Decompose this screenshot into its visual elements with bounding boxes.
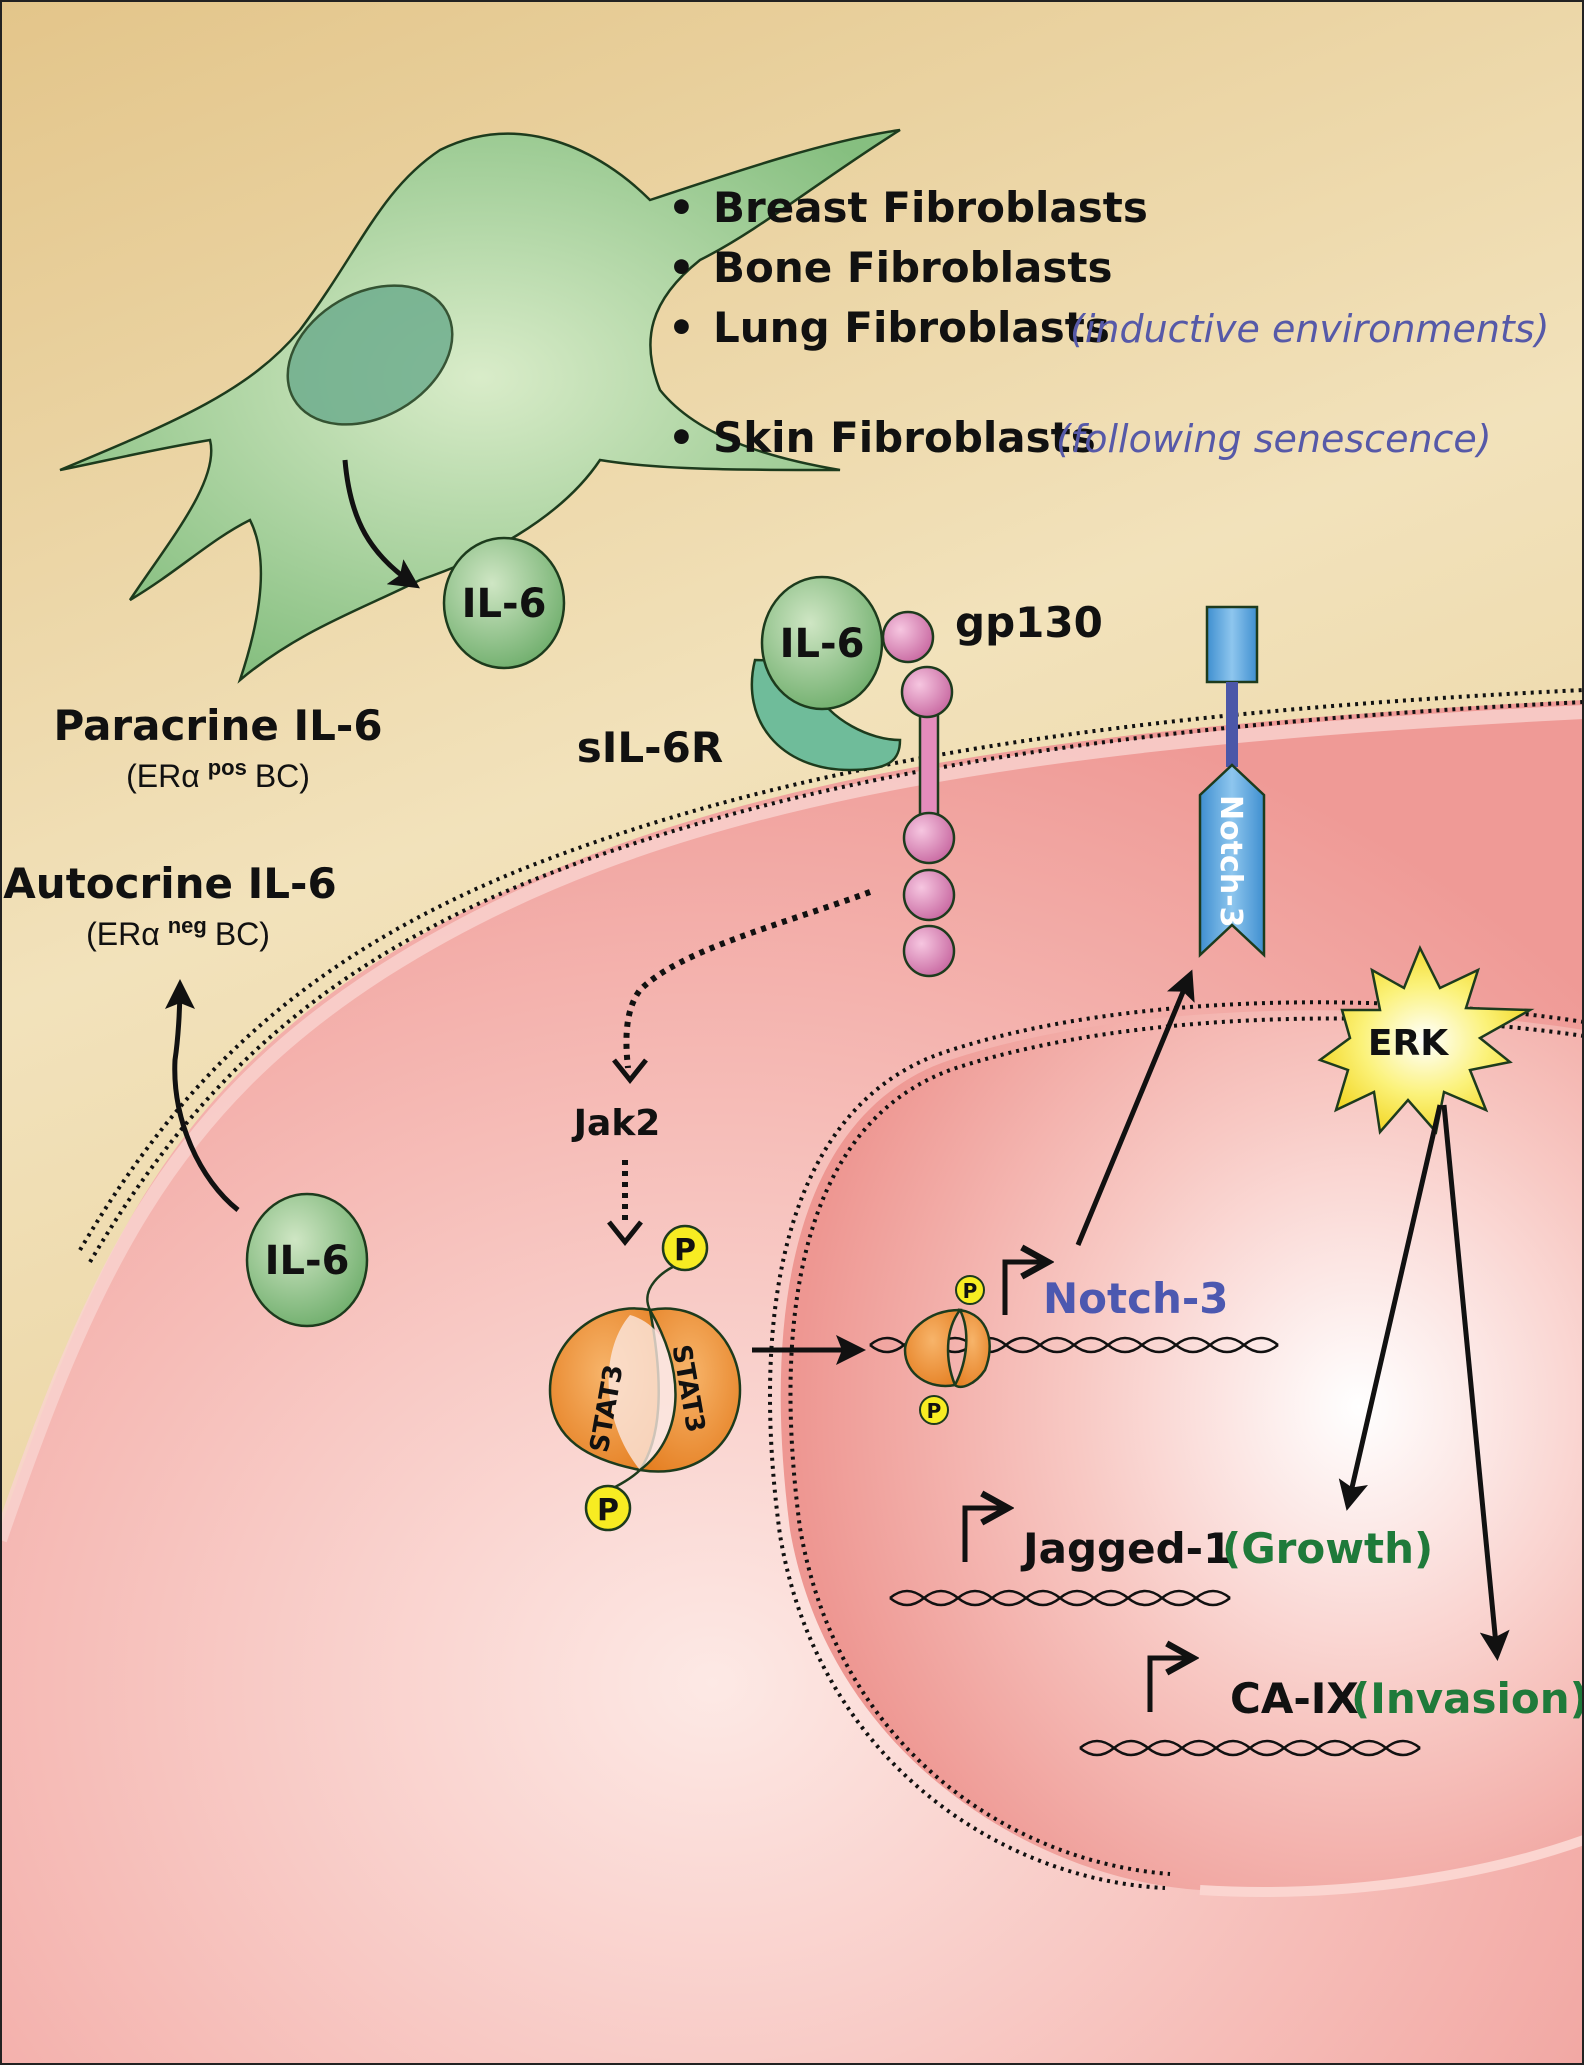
fibroblast-item-bone: Bone Fibroblasts — [713, 243, 1112, 292]
fibroblast-item-lung: Lung Fibroblasts — [713, 303, 1110, 352]
gp130-label: gp130 — [955, 598, 1103, 647]
stat3-dimer: STAT3 STAT3 — [548, 1260, 742, 1492]
gp130-to-jak2-arrowhead — [612, 1058, 648, 1085]
jagged1-effect-label: (Growth) — [1222, 1524, 1433, 1573]
il6-autocrine: IL-6 — [245, 1192, 369, 1328]
cell-membrane-band — [0, 705, 1584, 1543]
gene-caix-label: CA-IX — [1230, 1674, 1359, 1723]
phospho-top: P — [661, 1224, 709, 1272]
secretion-arrow — [342, 459, 420, 589]
tss-arrow-caix — [1147, 1658, 1193, 1712]
bullet-2: • — [668, 243, 695, 292]
phospho-dna-top-label: P — [963, 1279, 978, 1303]
il6-autocrine-label: IL-6 — [265, 1238, 350, 1284]
caix-effect-label: (Invasion) — [1351, 1674, 1584, 1723]
nuclear-rim-highlight — [1199, 1835, 1584, 1897]
phospho-dna-bottom-label: P — [927, 1399, 942, 1423]
notch3-receptor: Notch-3 — [1198, 605, 1266, 958]
nuclear-envelope-inner — [788, 1016, 1584, 1876]
notch3-receptor-label: Notch-3 — [1213, 795, 1248, 928]
bullet-1: • — [668, 183, 695, 232]
fibroblast-item-breast: Breast Fibroblasts — [713, 183, 1148, 232]
erk-label: ERK — [1368, 1023, 1449, 1064]
dna-jagged1 — [889, 1589, 1231, 1607]
il6-receptor-bound: IL-6 — [760, 575, 884, 711]
fibroblast-list: • Breast Fibroblasts • Bone Fibroblasts … — [668, 183, 1549, 462]
jak2-to-stat3-arrowhead — [607, 1220, 643, 1247]
phospho-bottom: P — [584, 1484, 632, 1532]
nuclear-envelope-outer — [767, 1000, 1584, 1890]
notch3-expression-arrow — [1075, 969, 1195, 1246]
dna-caix — [1079, 1739, 1421, 1757]
skin-note: (following senescence) — [1056, 417, 1492, 461]
gp130-receptor — [881, 610, 956, 978]
lung-note: (inductive environments) — [1070, 307, 1549, 351]
gp130-to-jak2-arrow — [623, 889, 872, 1069]
fibroblast-nucleus — [286, 284, 454, 426]
tss-arrow-notch3 — [1002, 1262, 1048, 1315]
phospho-bottom-label: P — [597, 1493, 619, 1528]
sil6r-label: sIL-6R — [577, 723, 723, 772]
autocrine-title: Autocrine IL-6 — [3, 859, 336, 908]
gene-jagged1-label: Jagged-1 — [1020, 1524, 1232, 1573]
jak2-label: Jak2 — [571, 1103, 661, 1144]
tss-arrow-jagged1 — [962, 1508, 1008, 1562]
plasma-membrane-outer — [78, 688, 1584, 1252]
stat3-dna-bound: P P — [903, 1275, 991, 1425]
il6-secreted-label: IL-6 — [462, 581, 547, 627]
paracrine-title: Paracrine IL-6 — [53, 701, 382, 750]
bullet-4: • — [668, 413, 695, 462]
fibroblast-item-skin: Skin Fibroblasts — [713, 413, 1096, 462]
fibroblast-cell — [59, 128, 901, 684]
autocrine-arrow — [164, 979, 240, 1212]
bullet-3: • — [668, 303, 695, 352]
nucleus — [780, 1010, 1584, 1892]
il6-bound-label: IL-6 — [780, 621, 865, 667]
erk-to-jagged1-arrow — [1338, 1104, 1443, 1511]
il6-secreted: IL-6 — [442, 536, 566, 670]
phospho-top-label: P — [674, 1233, 696, 1268]
erk-kinase: ERK — [1317, 944, 1535, 1135]
erk-to-caix-arrow — [1441, 1104, 1510, 1661]
gene-notch3-label: Notch-3 — [1043, 1274, 1229, 1323]
